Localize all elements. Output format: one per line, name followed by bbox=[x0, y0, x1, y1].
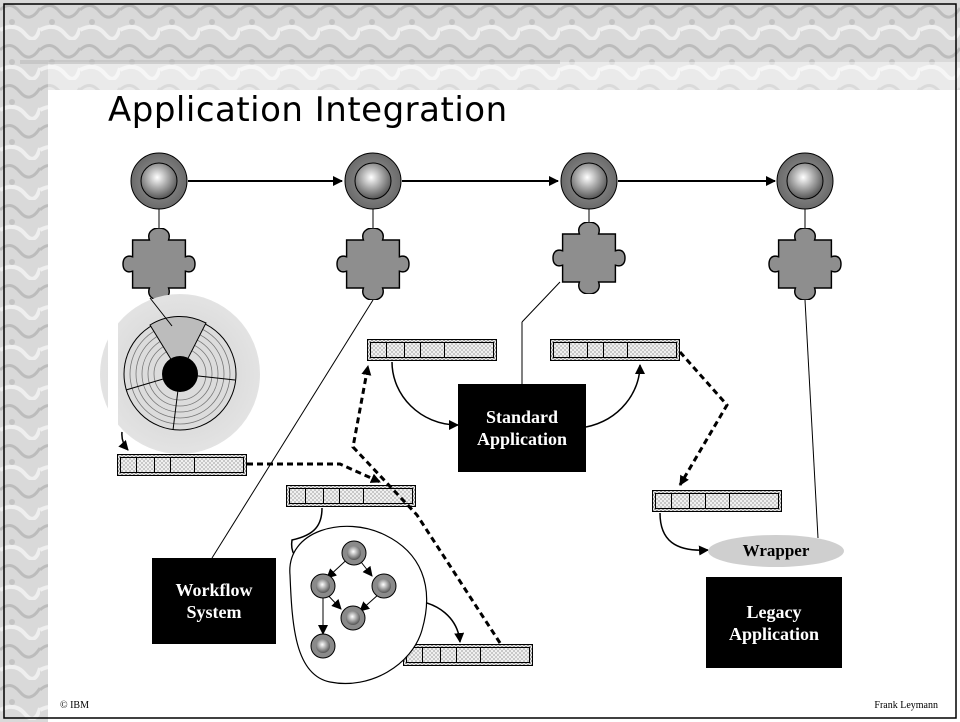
activity-node-1 bbox=[130, 152, 188, 210]
marble-left-border bbox=[0, 0, 48, 722]
connector-workflow bbox=[211, 299, 374, 559]
message-queue-6 bbox=[403, 644, 533, 666]
workflow-system-box: Workflow System bbox=[152, 558, 276, 644]
wrapper-label: Wrapper bbox=[742, 541, 810, 560]
transfer-dashed-3 bbox=[678, 351, 729, 486]
activity-node-4 bbox=[776, 152, 834, 210]
activity-node-3 bbox=[560, 152, 618, 210]
message-queue-4 bbox=[286, 485, 416, 507]
connector-legacy bbox=[804, 299, 819, 539]
database-disk-icon bbox=[100, 290, 260, 460]
slide-title: Application Integration bbox=[108, 90, 508, 130]
workflow-process-graph bbox=[289, 525, 428, 684]
marble-top-banner bbox=[0, 0, 960, 90]
message-queue-3 bbox=[550, 339, 680, 361]
activity-node-2 bbox=[344, 152, 402, 210]
transfer-dashed-1 bbox=[247, 462, 381, 484]
footer-author: Frank Leymann bbox=[874, 700, 938, 711]
footer-copyright: © IBM bbox=[60, 700, 89, 711]
legacy-application-box: Legacy Application bbox=[706, 577, 842, 668]
message-queue-2 bbox=[367, 339, 497, 361]
message-queue-5 bbox=[652, 490, 782, 512]
wrapper-shape bbox=[708, 535, 844, 567]
message-queue-1 bbox=[117, 454, 247, 476]
standard-application-box: Standard Application bbox=[458, 384, 586, 472]
slide-frame bbox=[3, 3, 957, 719]
